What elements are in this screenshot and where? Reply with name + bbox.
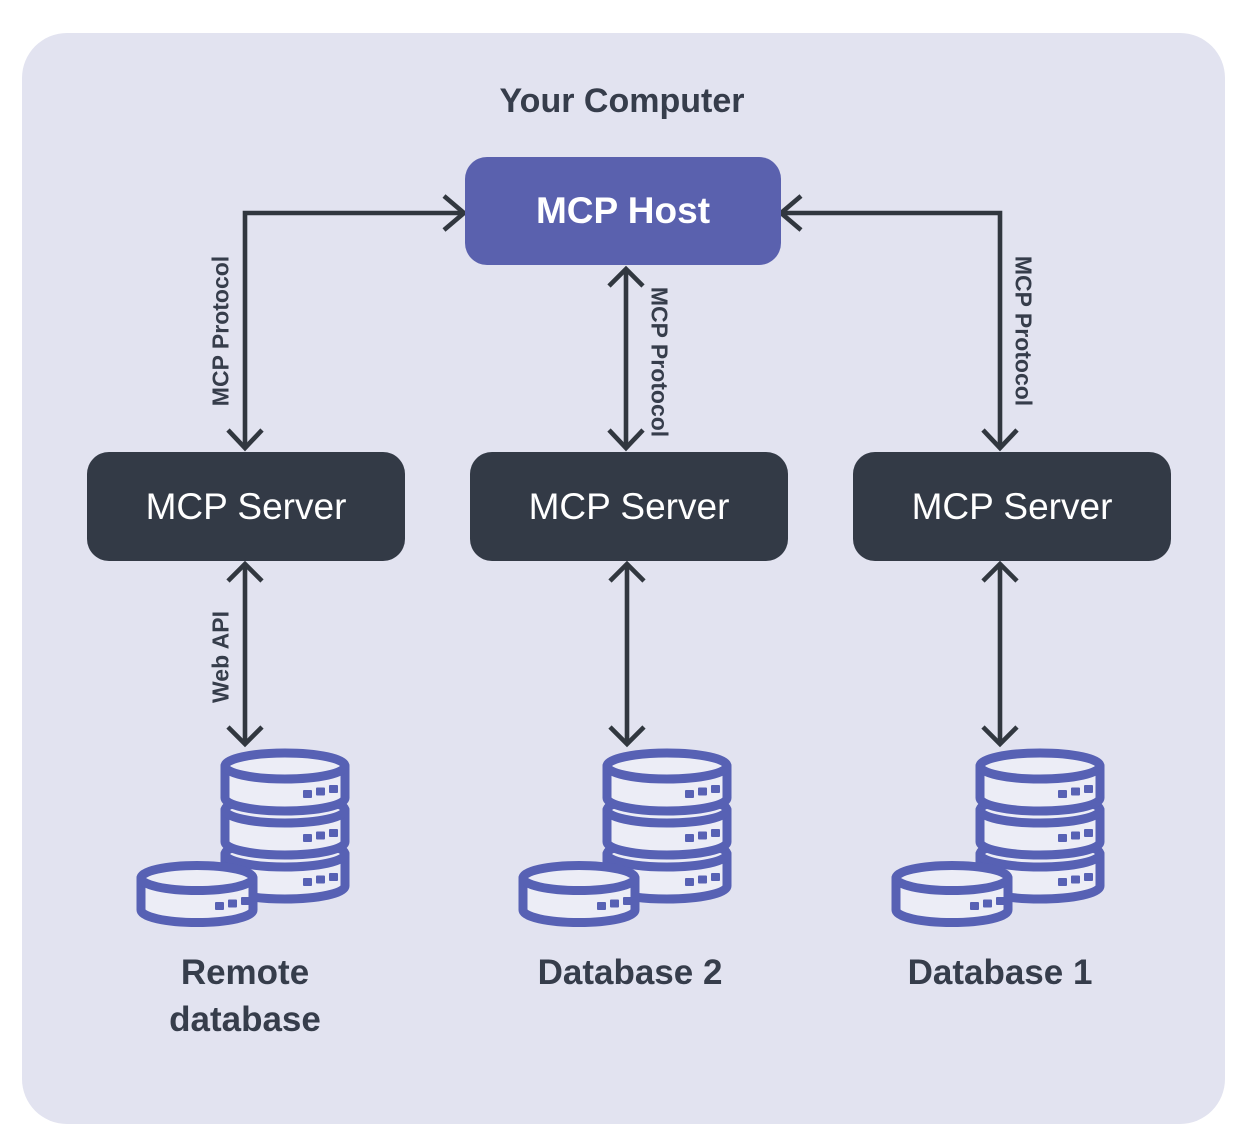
database-icon-right — [896, 753, 1100, 923]
mcp-server-box-right: MCP Server — [853, 452, 1171, 561]
mcp-server-label-right: MCP Server — [911, 485, 1113, 527]
mcp-host-box: MCP Host — [465, 157, 781, 265]
mcp-protocol-label-right: MCP Protocol — [1010, 255, 1037, 407]
mcp-server-label-center: MCP Server — [528, 485, 730, 527]
panel-title: Your Computer — [499, 82, 745, 120]
connector-host-center-server — [607, 265, 645, 452]
mcp-host-label: MCP Host — [535, 190, 711, 231]
database-icon-center — [523, 753, 727, 923]
database-label-right: Database 1 — [907, 953, 1093, 992]
database-label-center: Database 2 — [537, 953, 723, 992]
mcp-protocol-label-left: MCP Protocol — [207, 255, 234, 407]
mcp-protocol-label-center: MCP Protocol — [646, 286, 673, 438]
connector-center-server-database — [608, 560, 646, 748]
connector-host-left-server — [226, 194, 468, 452]
connector-host-right-server — [777, 194, 1019, 452]
mcp-server-box-left: MCP Server — [87, 452, 405, 561]
database-label-left: Remote database — [169, 953, 321, 1039]
database-icon-left — [141, 753, 345, 923]
connector-left-server-database — [226, 560, 264, 748]
mcp-server-label-left: MCP Server — [145, 485, 347, 527]
web-api-label: Web API — [207, 610, 234, 704]
connector-right-server-database — [981, 560, 1019, 748]
mcp-server-box-center: MCP Server — [470, 452, 788, 561]
